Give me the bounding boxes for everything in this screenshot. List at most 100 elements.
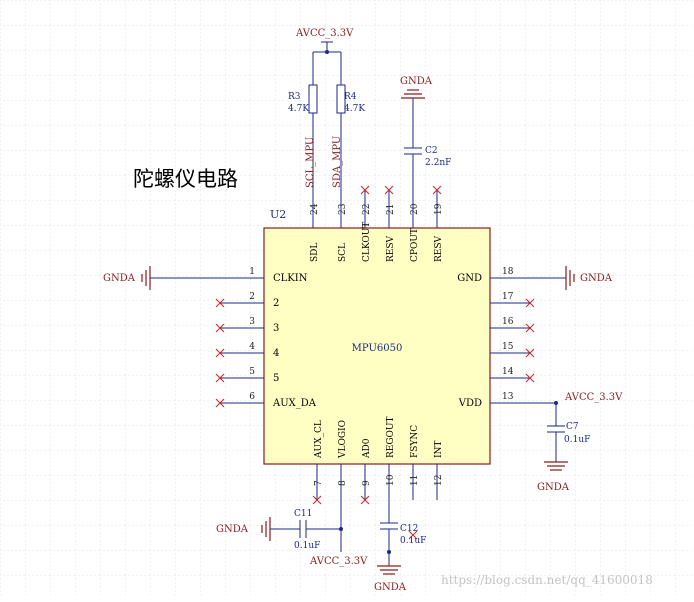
no-connect-icon [525,323,535,333]
pin-number: 8 [338,480,348,486]
r3-value: 4.7K [288,104,309,114]
net-gnda-c2: GNDA [400,76,433,87]
pin-number: 9 [362,480,372,486]
gnd-c11-icon [261,517,271,541]
pin-number: 10 [386,474,396,486]
pin-number: 14 [502,367,514,377]
pin-number: 16 [502,317,514,327]
diagram-title: 陀螺仪电路 [133,167,238,191]
c11-ref: C11 [294,509,312,519]
pin-number: 7 [314,480,324,486]
junction-dot [325,50,329,54]
pin-name: RESV [386,235,396,262]
no-connect-icon [384,185,394,195]
pin-name: 5 [273,373,279,384]
pin-number: 23 [338,203,348,215]
no-connect-icon [215,348,225,358]
r3-resistor [308,84,318,114]
net-gnda-c11: GNDA [216,524,249,535]
no-connect-icon [215,323,225,333]
pin-number: 11 [410,475,420,486]
pin-name: VLOGIO [338,420,348,459]
pin-number: 4 [249,342,255,352]
c2-ref: C2 [425,146,438,156]
no-connect-icon [215,398,225,408]
c2-value: 2.2nF [425,158,451,168]
no-connect-icon [408,530,418,540]
pin-number: 20 [410,203,420,215]
no-connect-icon [525,298,535,308]
pin-number: 24 [310,203,320,215]
pin-name: AD0 [362,438,372,459]
pin-name: VDD [458,398,482,409]
pin-name: INT [434,441,444,458]
pin-name: RESV [434,235,444,262]
net-gnda-right: GNDA [580,273,613,284]
c12-value: 0.1uF [400,536,426,546]
c7-capacitor [514,402,565,462]
chip-refdes: U2 [270,208,286,221]
pin-name: FSYNC [410,425,420,458]
pin-name: 3 [273,323,279,334]
gnd-c12-icon [377,565,401,575]
net-gnda-left: GNDA [103,273,136,284]
gnd-c2-icon [401,89,425,99]
c2-capacitor [404,98,422,228]
pin-number: 18 [502,267,514,277]
net-gnda-c7: GNDA [537,482,570,493]
no-connect-icon [312,495,322,505]
chip-name: MPU6050 [352,343,403,354]
net-sda-mpu: SDA_MPU [332,136,343,188]
pin-number: 5 [249,367,255,377]
no-connect-icon [360,185,370,195]
pin-number: 22 [362,204,372,215]
r3-ref: R3 [288,92,301,102]
c11-capacitor [270,488,342,552]
pin-number: 13 [502,392,514,402]
c11-value: 0.1uF [294,541,320,551]
pin-name: 2 [273,298,279,309]
watermark: https://blog.csdn.net/qq_41600018 [441,573,653,587]
net-avcc-top: AVCC_3.3V [295,28,354,39]
pin-name: REGOUT [386,416,396,458]
pin-name: AUX_CL [314,420,324,459]
net-scl-mpu: SCL_MPU [305,137,316,188]
no-connect-icon [215,298,225,308]
c7-value: 0.1uF [564,435,590,445]
pin-number: 21 [386,204,396,215]
c12-capacitor [380,488,398,566]
no-connect-icon [432,185,442,195]
pin-name: SCL [338,243,348,262]
no-connect-icon [525,373,535,383]
pin-number: 2 [249,292,255,302]
no-connect-icon [215,373,225,383]
pin-number: 12 [434,475,444,486]
pin-number: 17 [502,292,514,302]
pin-number: 6 [249,392,255,402]
pin-name: CPOUT [410,228,420,262]
pin-number: 1 [249,267,255,277]
r4-resistor [336,84,346,114]
pin-number: 19 [434,203,444,215]
pin-name: SDL [310,243,320,262]
r4-ref: R4 [344,92,357,102]
pin-number: 3 [249,317,255,327]
pin-name: 4 [273,348,279,359]
pin-name: AUX_DA [272,398,317,409]
net-gnda-c12: GNDA [374,582,407,593]
pin-name: GND [457,273,482,284]
net-avcc-bottom: AVCC_3.3V [309,556,368,567]
pin-number: 15 [502,342,514,352]
junction-dot [554,401,558,405]
net-avcc-right: AVCC_3.3V [564,392,623,403]
gnd-c7-icon [544,461,568,471]
no-connect-icon [525,348,535,358]
r4-value: 4.7K [344,104,365,114]
chip-body [263,227,491,465]
pin-name: CLKOUT [362,222,372,262]
pin-name: CLKIN [273,273,308,284]
pullup-network [308,41,346,228]
no-connect-icon [360,495,370,505]
